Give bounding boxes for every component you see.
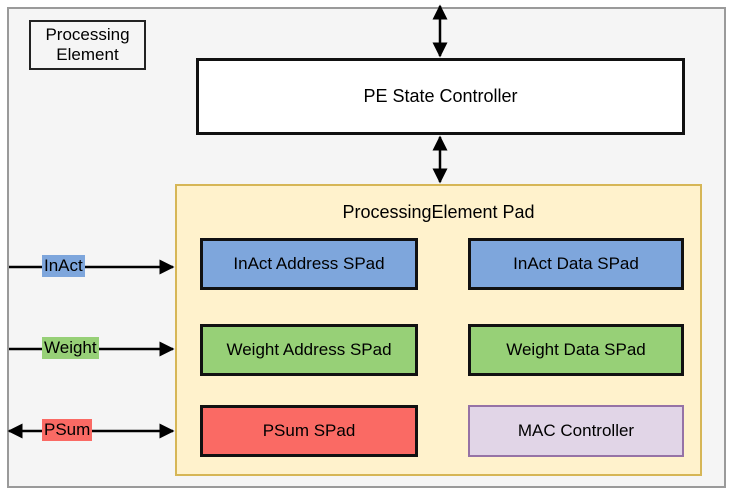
inact-address-spad-block[interactable]: InAct Address SPad [200,238,418,290]
processing-element-caption: Processing Element [29,20,146,70]
weight-data-spad-label: Weight Data SPad [506,340,646,359]
pe-state-controller-label: PE State Controller [363,86,518,106]
mac-controller-label: MAC Controller [517,421,635,440]
weight-address-spad-label: Weight Address SPad [226,340,392,359]
signal-label-weight: Weight [42,337,99,359]
mac-controller-block[interactable]: MAC Controller [468,405,684,457]
pe-state-controller-block[interactable]: PE State Controller [196,58,685,135]
inact-data-spad-block[interactable]: InAct Data SPad [468,238,684,290]
weight-address-spad-block[interactable]: Weight Address SPad [200,324,418,376]
psum-spad-block[interactable]: PSum SPad [200,405,418,457]
signal-label-psum: PSum [42,419,93,441]
psum-spad-label: PSum SPad [262,421,356,440]
weight-data-spad-block[interactable]: Weight Data SPad [468,324,684,376]
inact-data-spad-label: InAct Data SPad [513,254,639,273]
processing-element-pad-title: ProcessingElement Pad [342,202,535,222]
signal-label-inact: InAct [42,255,85,277]
inact-address-spad-label: InAct Address SPad [233,254,385,273]
